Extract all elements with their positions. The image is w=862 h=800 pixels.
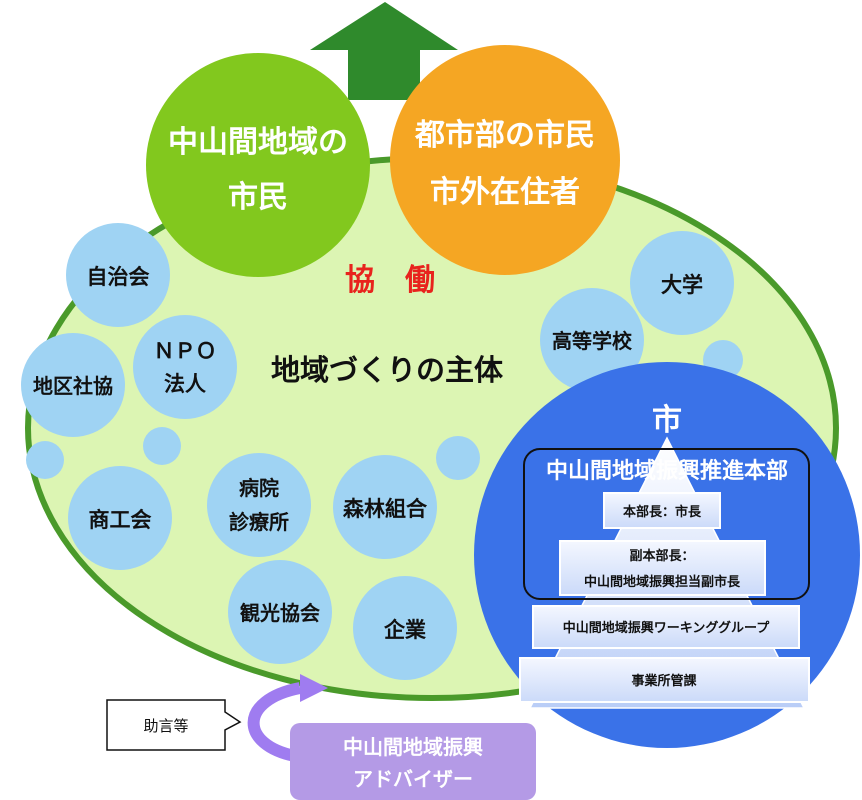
bubble-shokokai: 商工会 bbox=[68, 466, 172, 570]
bubble-label: 地区社協 bbox=[33, 374, 113, 398]
advisor-box: 中山間地域振興 アドバイザー bbox=[290, 723, 536, 800]
small-bubble bbox=[436, 436, 480, 480]
bubble-label-line1: ＮＰＯ bbox=[154, 339, 217, 363]
level-box bbox=[559, 540, 766, 596]
advisor-label-line1: 中山間地域振興 bbox=[343, 735, 483, 759]
bubble-npo: ＮＰＯ 法人 bbox=[133, 315, 237, 419]
level-box bbox=[519, 657, 810, 703]
advisor-label-line2: アドバイザー bbox=[353, 767, 473, 791]
level-label: 本部長：市長 bbox=[623, 504, 702, 520]
level-label-line1: 副本部長： bbox=[629, 548, 694, 564]
hq-box bbox=[523, 448, 810, 600]
circle-label-line1: 都市部の市民 bbox=[414, 118, 595, 153]
city-title: 市 bbox=[652, 403, 682, 438]
advice-label: 助言等 bbox=[143, 717, 188, 735]
level-label: 中山間地域振興ワーキンググループ bbox=[563, 620, 771, 636]
level-label-line2: 中山間地域振興担当副市長 bbox=[584, 574, 741, 590]
kyodo-label: 協 働 bbox=[345, 263, 435, 298]
upward-arrow bbox=[310, 2, 458, 100]
level-box bbox=[603, 492, 721, 529]
bubble-label: 高等学校 bbox=[552, 329, 633, 353]
bubble-koto: 高等学校 bbox=[540, 288, 644, 392]
level-label: 事業所管課 bbox=[631, 673, 697, 689]
bubble-label: 大学 bbox=[661, 273, 703, 297]
bubble-label: 森林組合 bbox=[343, 497, 428, 521]
bubble-label-line2: 法人 bbox=[164, 372, 206, 396]
circle-label-line2: 市外在住者 bbox=[430, 175, 580, 210]
curved-arrow bbox=[247, 674, 328, 762]
small-bubble bbox=[26, 441, 64, 479]
bubble-byoin: 病院 診療所 bbox=[207, 453, 311, 557]
bubble-label-line2: 診療所 bbox=[229, 510, 289, 534]
level-box bbox=[532, 605, 800, 649]
circle-toshibu-shimin: 都市部の市民 市外在住者 bbox=[390, 45, 620, 275]
center-title: 地域づくりの主体 bbox=[271, 353, 504, 387]
bubble-label: 観光協会 bbox=[240, 601, 320, 625]
bubble-kanko: 観光協会 bbox=[228, 560, 332, 664]
bubble-jichikai: 自治会 bbox=[66, 223, 170, 327]
bubble-kigyo: 企業 bbox=[353, 576, 457, 680]
bubble-chikushakyo: 地区社協 bbox=[21, 333, 125, 437]
circle-chusankan-shimin: 中山間地域の 市民 bbox=[146, 53, 370, 277]
circle-label-line2: 市民 bbox=[228, 180, 288, 215]
bubble-label-line1: 病院 bbox=[239, 476, 279, 500]
bubble-label: 企業 bbox=[383, 618, 427, 642]
bubble-label: 自治会 bbox=[87, 265, 150, 289]
bubble-label: 商工会 bbox=[89, 508, 152, 532]
bubble-shinrin: 森林組合 bbox=[333, 455, 437, 559]
city-circle: 市 中山間地域振興推進本部 本部長：市長 副本部長： 中山間地域振興担当副市長 … bbox=[474, 362, 860, 748]
bubble-daigaku: 大学 bbox=[630, 231, 734, 335]
advice-callout: 助言等 bbox=[106, 699, 242, 751]
hq-title: 中山間地域振興推進本部 bbox=[546, 458, 788, 484]
circle-label-line1: 中山間地域の bbox=[168, 125, 348, 160]
small-bubble bbox=[143, 427, 181, 465]
